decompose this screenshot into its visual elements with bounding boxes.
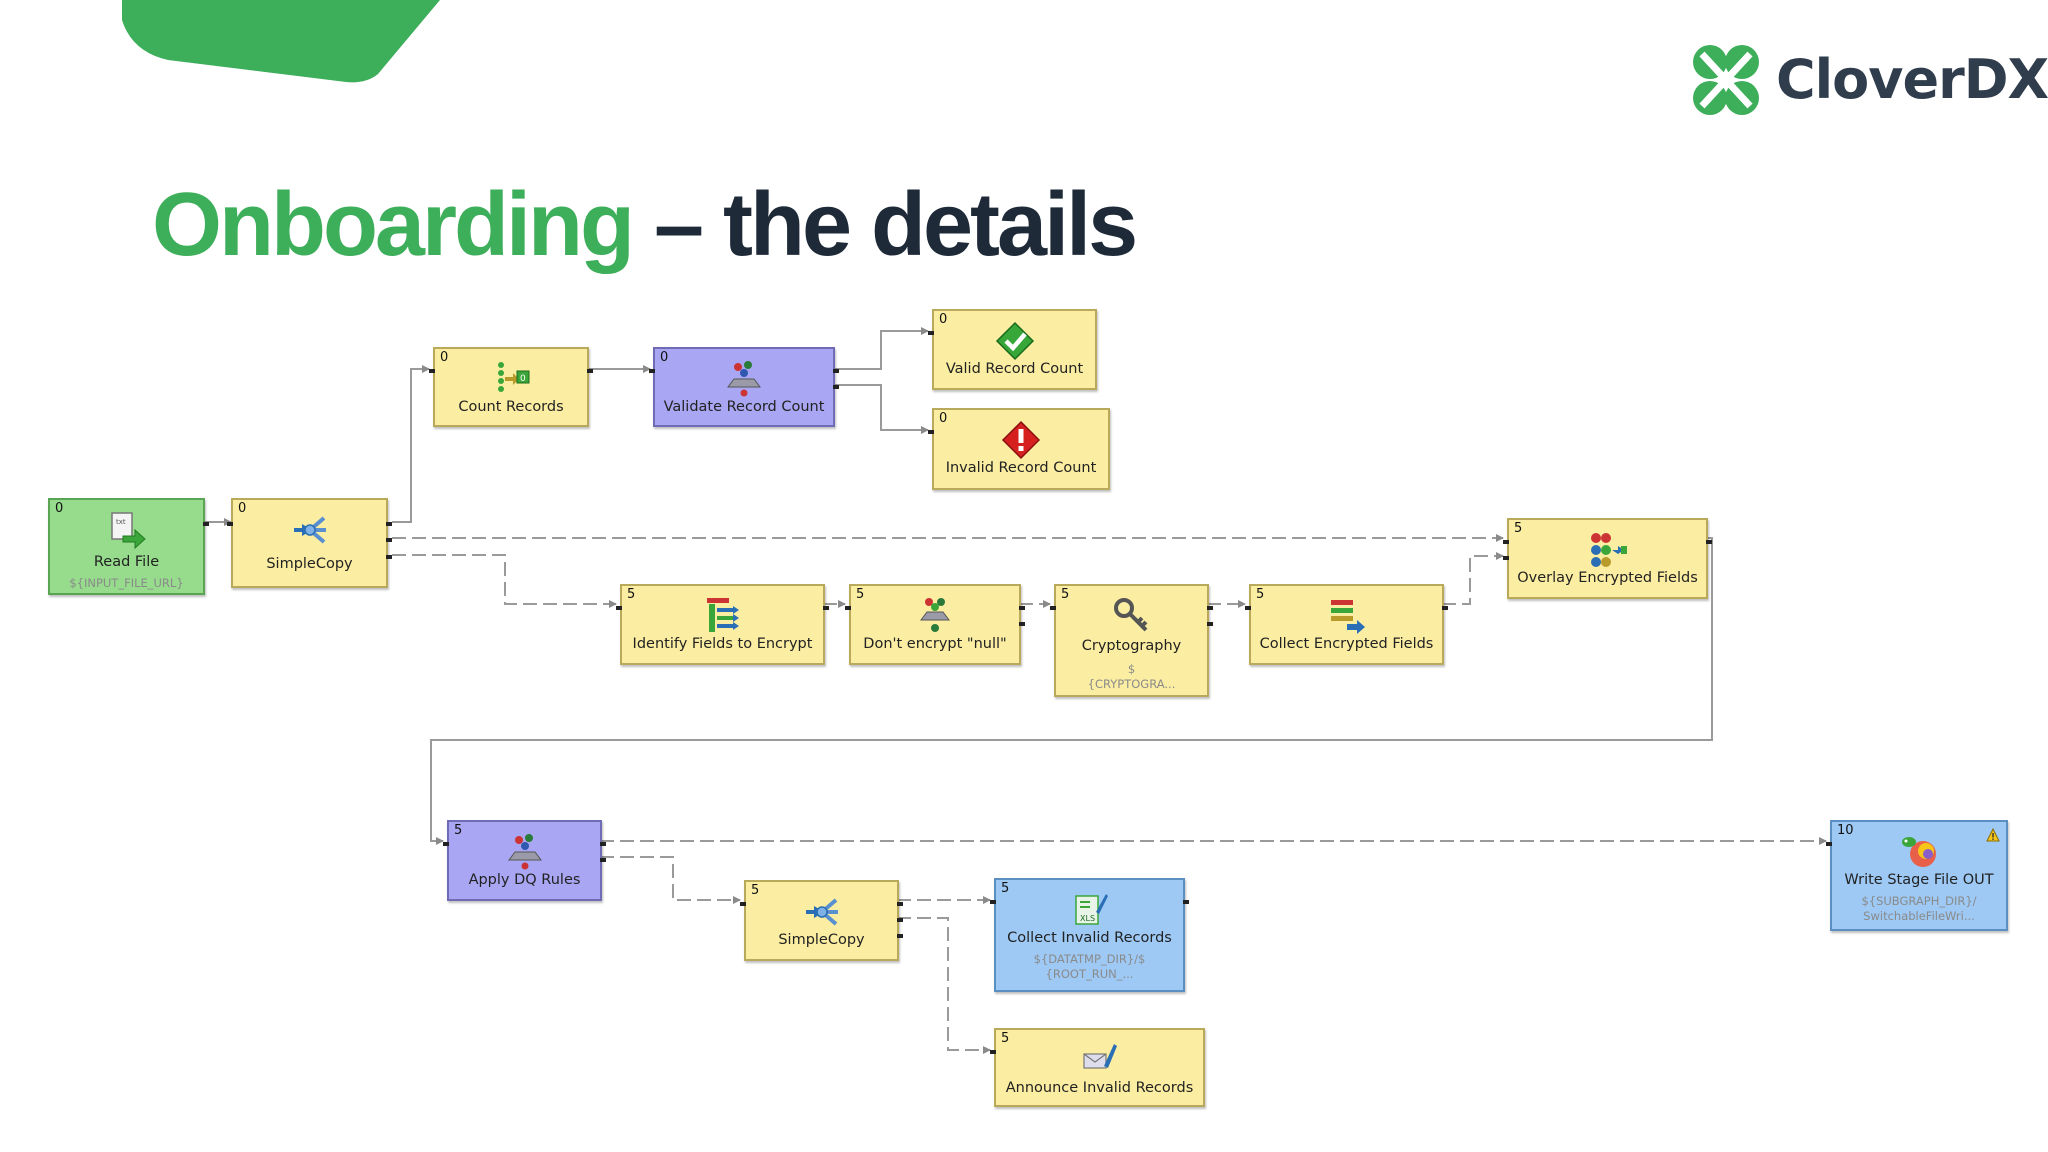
red-error-icon [1001,420,1041,460]
node-simplecopy[interactable]: 0 SimpleCopy [227,498,392,588]
node-count-records[interactable]: 0 0 Count Records [429,347,593,427]
node-label: Collect Invalid Records [1007,930,1172,946]
node-label: Validate Record Count [663,399,825,415]
node-label: Cryptography [1081,638,1182,654]
node-dont-encrypt-null[interactable]: 5 Don't encrypt "null" [845,584,1025,665]
node-label: Write Stage File OUT [1844,872,1994,888]
node-label: Don't encrypt "null" [863,636,1007,652]
phase-label: 0 [440,350,449,365]
phase-label: 5 [751,883,760,898]
write-file-icon [1902,837,1936,867]
phase-label: 0 [660,350,669,365]
node-collect-encrypted[interactable]: 5 Collect Encrypted Fields [1245,584,1448,665]
node-label: Identify Fields to Encrypt [632,636,813,652]
phase-label: 5 [1001,881,1010,896]
copy-icon [293,516,326,544]
node-collect-invalid-records[interactable]: 5 XLS Collect Invalid Records ${DATATMP_… [990,878,1189,992]
node-write-stage-file-out[interactable]: 10 Write Stage File OUT ${SUBGRAPH_DIR}/… [1826,820,2008,931]
node-label: Count Records [458,399,564,415]
node-read-file[interactable]: 0 txt Read File ${INPUT_FILE_URL} [48,498,209,595]
node-identify-fields[interactable]: 5 Identify Fields to Encrypt [616,584,829,665]
rules-icon [507,834,542,870]
collect-icon [1330,600,1365,634]
phase-label: 5 [856,587,865,602]
node-label: Apply DQ Rules [468,872,581,888]
phase-label: 5 [1061,587,1070,602]
node-label: Collect Encrypted Fields [1259,636,1434,652]
node-sublabel: $ {CRYPTOGRA... [1087,662,1176,691]
cloverdx-logo-icon [1693,45,1759,115]
read-file-icon: txt [110,512,146,550]
phase-label: 5 [1001,1031,1010,1046]
node-label: SimpleCopy [266,556,353,572]
phase-label: 10 [1837,823,1854,838]
slide-title: Onboarding – the details [152,170,1138,280]
node-apply-dq-rules[interactable]: 5 Apply DQ Rules [443,820,606,901]
phase-label: 5 [454,823,463,838]
count-records-icon: 0 [498,362,530,392]
svg-text:0: 0 [520,374,526,384]
node-overlay-encrypted[interactable]: 5 Overlay Encrypted Fields [1503,518,1712,599]
node-sublabel: ${DATATMP_DIR}/$ {ROOT_RUN_... [1033,952,1146,981]
node-sublabel: ${INPUT_FILE_URL} [69,576,184,590]
edge-overlay-to-dq [430,537,1713,845]
edge-dq-to-copy2 [600,856,741,904]
phase-label: 0 [939,411,948,426]
title-rest: – the details [631,175,1138,275]
node-sublabel: ${SUBGRAPH_DIR}/ SwitchableFileWri... [1861,894,1977,923]
identify-fields-icon [706,598,739,632]
node-validate-record-count[interactable]: 0 Validate Record Count [649,347,839,427]
validate-icon [727,361,761,397]
decorative-green-shape [122,0,440,83]
phase-label: 0 [55,501,64,516]
phase-label: 5 [1514,521,1523,536]
key-icon [1113,598,1147,632]
edge-collect-to-overlay [1442,552,1504,605]
copy-icon [805,898,838,926]
svg-text:txt: txt [116,518,126,526]
node-label: Announce Invalid Records [1005,1080,1194,1096]
xls-icon: XLS [1074,894,1108,925]
phase-label: 0 [238,501,247,516]
edge-copy2-to-announce [897,917,991,1054]
title-accent: Onboarding [152,175,635,275]
warning-icon [1986,828,2000,842]
phase-label: 5 [627,587,636,602]
logo-text: CloverDX [1776,48,2048,111]
edge-copy-to-identify [392,554,617,608]
node-label: Valid Record Count [945,361,1084,377]
node-label: SimpleCopy [778,932,865,948]
node-label: Read File [93,554,160,570]
edge-validate-to-invalid [835,384,929,434]
node-simplecopy-2[interactable]: 5 SimpleCopy [740,880,903,961]
svg-text:XLS: XLS [1080,914,1095,923]
node-label: Invalid Record Count [945,460,1097,476]
filter-icon [920,598,950,632]
phase-label: 5 [1256,587,1265,602]
node-cryptography[interactable]: 5 Cryptography $ {CRYPTOGRA... [1050,584,1213,697]
overlay-icon [1590,533,1627,567]
node-announce-invalid-records[interactable]: 5 Announce Invalid Records [990,1028,1205,1107]
node-label: Overlay Encrypted Fields [1517,570,1698,586]
node-invalid-record-count[interactable]: 0 Invalid Record Count [928,408,1110,490]
email-icon [1082,1044,1117,1069]
edge-validate-to-valid [835,327,929,370]
phase-label: 0 [939,312,948,327]
green-check-icon [995,321,1034,361]
node-valid-record-count[interactable]: 0 Valid Record Count [928,309,1097,390]
edge-copy-to-count [392,365,430,523]
